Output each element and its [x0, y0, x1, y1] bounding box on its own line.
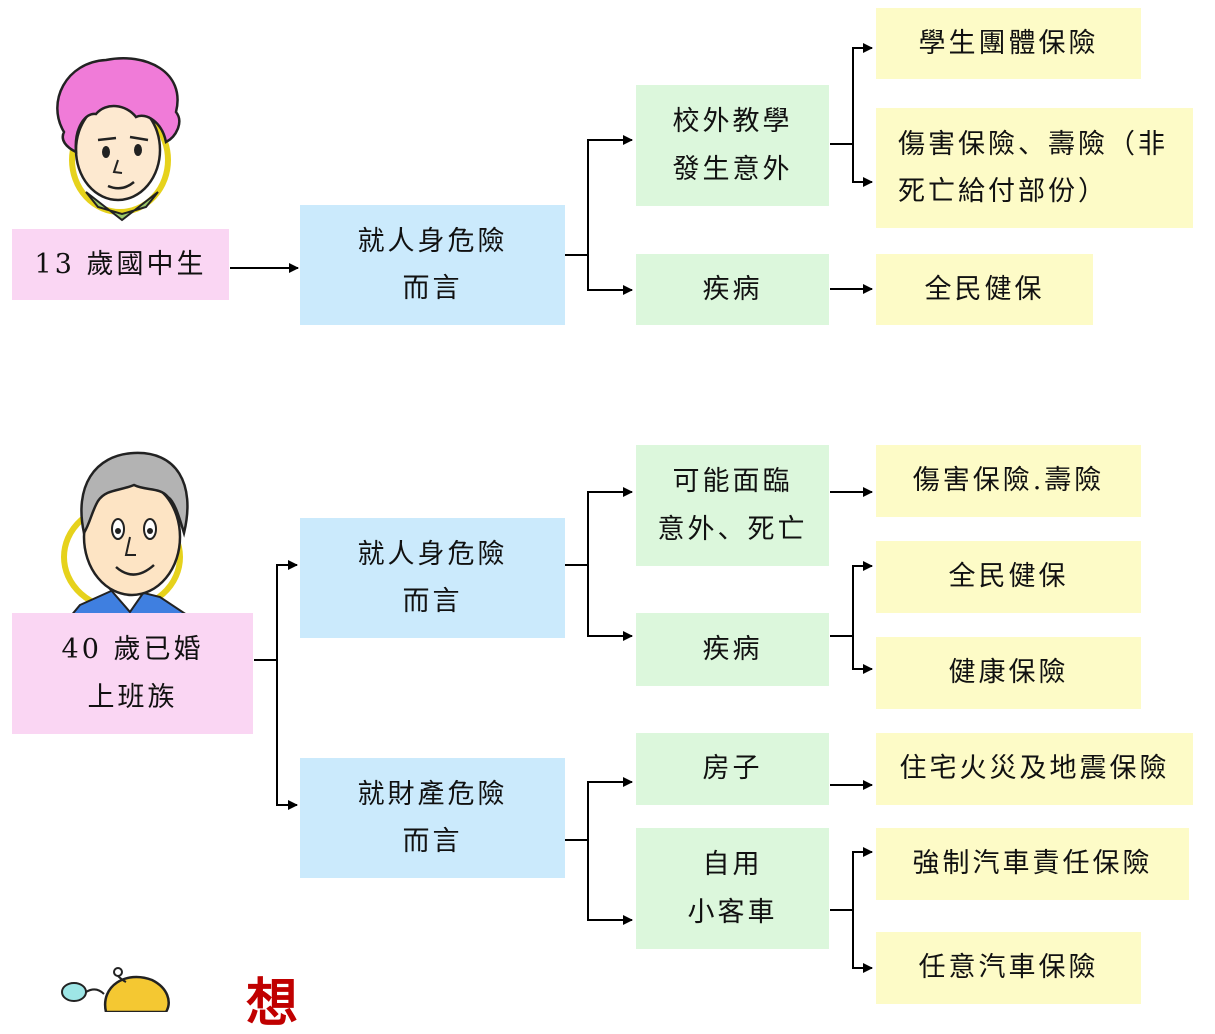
- event-field-trip-accident-box: 校外教學 發生意外: [636, 85, 829, 206]
- insurance-voluntary-auto-box: 任意汽車保險: [876, 932, 1141, 1004]
- event-accident-death-box: 可能面臨 意外、死亡: [636, 445, 829, 566]
- person-teen-box: 13 歲國中生: [12, 229, 229, 300]
- person-worker-box: 40 歲已婚 上班族: [12, 613, 253, 734]
- insurance-health-box: 健康保險: [876, 637, 1141, 709]
- insurance-injury-life-box: 傷害保險、壽險（非 死亡給付部份）: [876, 108, 1193, 228]
- risk-personal-box-2: 就人身危險 而言: [300, 518, 565, 638]
- insurance-student-group-box: 學生團體保險: [876, 8, 1141, 79]
- insurance-national-health-box-2: 全民健保: [876, 541, 1141, 613]
- event-house-box: 房子: [636, 733, 829, 805]
- risk-property-box: 就財產危險 而言: [300, 758, 565, 878]
- event-illness-box-2: 疾病: [636, 613, 829, 686]
- teen-student-avatar-icon: [56, 57, 181, 222]
- section-title-partial: 想: [246, 973, 299, 1034]
- insurance-injury-life-box-2: 傷害保險.壽險: [876, 445, 1141, 517]
- risk-personal-box: 就人身危險 而言: [300, 205, 565, 325]
- mascot-icon: [61, 967, 170, 1012]
- event-illness-box: 疾病: [636, 254, 829, 325]
- insurance-fire-earthquake-box: 住宅火災及地震保險: [876, 733, 1193, 805]
- insurance-compulsory-auto-box: 強制汽車責任保險: [876, 828, 1189, 900]
- office-worker-avatar-icon: [61, 451, 192, 617]
- insurance-national-health-box: 全民健保: [876, 254, 1093, 325]
- connector-lines: [230, 43, 873, 973]
- event-car-box: 自用 小客車: [636, 828, 829, 949]
